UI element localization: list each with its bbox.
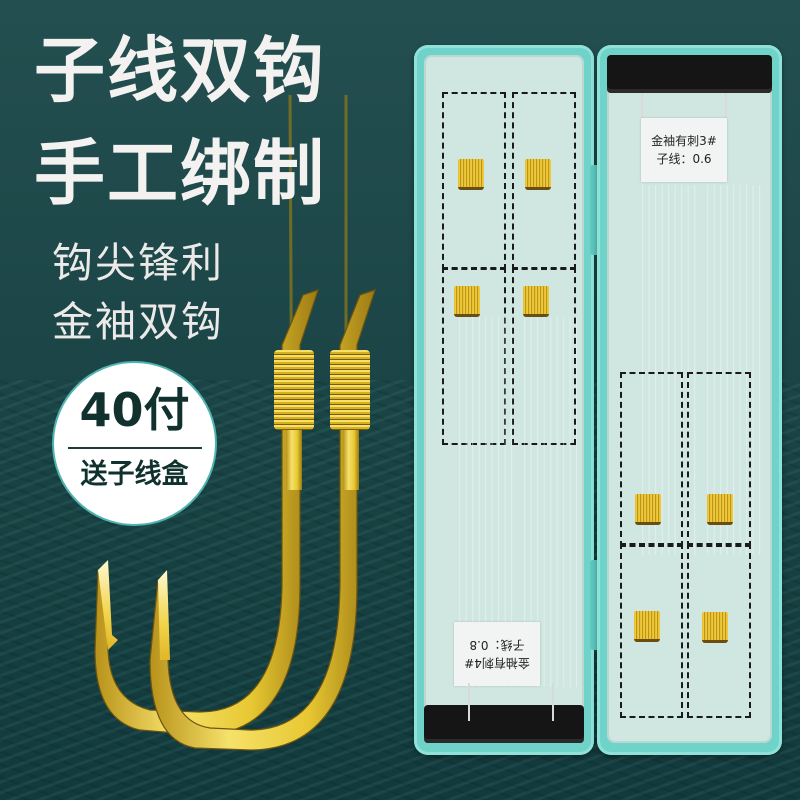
snell-lines: [702, 185, 762, 555]
hook-bundle: [458, 159, 484, 190]
line-clip-bottom: [424, 705, 584, 743]
hook-bundle: [454, 286, 480, 317]
box-hinge-top: [590, 165, 600, 255]
box-hinge-bottom: [590, 560, 600, 650]
headline-line-2: 手工绑制: [34, 132, 327, 215]
compartment: [687, 372, 751, 547]
compartment: [620, 543, 683, 718]
hook-bundle: [523, 286, 549, 317]
badge-divider: [67, 447, 202, 449]
clip-pin: [468, 683, 470, 721]
hook-bundle: [707, 494, 733, 525]
compartment: [442, 92, 506, 270]
compartment: [687, 543, 751, 718]
quantity-badge: 40付 送子线盒: [54, 363, 215, 524]
label-line: 子线：0.6: [656, 152, 712, 166]
clip-pin: [552, 683, 554, 721]
badge-gift-text: 送子线盒: [80, 459, 189, 490]
compartment: [512, 92, 576, 270]
badge-count: 40付: [79, 383, 190, 437]
hook-bundle: [635, 494, 661, 525]
clip-pin: [725, 93, 727, 121]
compartment: [620, 372, 683, 547]
hook-bundle: [634, 611, 660, 642]
label-line: 子线：0.8: [469, 638, 525, 652]
label-model: 金袖有刺4#: [464, 656, 530, 670]
clip-pin: [641, 93, 643, 121]
headline-line-1: 子线双钩: [34, 29, 327, 112]
box-left-foam: 金袖有刺4# 子线：0.8: [424, 55, 584, 743]
feature-gold-sleeve: 金袖双钩: [52, 298, 224, 346]
label-model: 金袖有刺3#: [651, 134, 717, 148]
hook-bundle: [702, 612, 728, 643]
hook-bundle: [525, 159, 551, 190]
rig-box-right-panel: 金袖有刺3# 子线：0.6: [597, 45, 782, 755]
rig-box-left-panel: 金袖有刺4# 子线：0.8: [414, 45, 594, 755]
line-clip-top: [607, 55, 772, 93]
feature-sharp-point: 钩尖锋利: [52, 239, 224, 287]
size-label-right: 金袖有刺3# 子线：0.6: [641, 118, 727, 182]
size-label-left: 金袖有刺4# 子线：0.8: [454, 622, 540, 686]
box-right-foam: 金袖有刺3# 子线：0.6: [607, 55, 772, 743]
